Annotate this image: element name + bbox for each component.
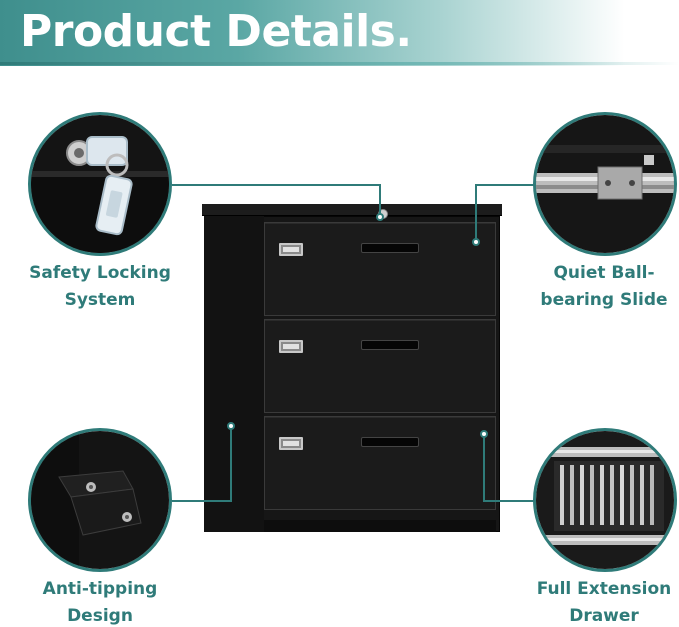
feature-title: bearing Slide [540, 290, 668, 310]
header-rule [0, 62, 679, 65]
feature-caption-lock: Safety Locking System [0, 260, 200, 314]
label-holder [279, 243, 303, 256]
filing-cabinet-image [200, 204, 506, 539]
feature-title: Quiet Ball- [553, 263, 655, 283]
drawer-detail-photo [533, 428, 677, 572]
feature-title: Anti-tipping [42, 579, 158, 599]
callout-line-lock-drop [379, 184, 381, 218]
feature-title: Design [67, 606, 133, 626]
feature-title: Drawer [569, 606, 639, 626]
cabinet-base [264, 520, 496, 532]
callout-line-slide [476, 184, 534, 186]
drawer-middle [264, 319, 496, 413]
label-holder [279, 340, 303, 353]
ball-bearing-slide-icon [536, 115, 674, 253]
slide-detail-photo [533, 112, 677, 256]
callout-line-drawer [484, 500, 534, 502]
callout-line-antitip [172, 500, 231, 502]
callout-dot-antitip [227, 422, 235, 430]
page-title: Product Details. [20, 6, 412, 57]
callout-line-antitip-rise [230, 426, 232, 502]
drawer-bottom [264, 416, 496, 510]
cabinet-top [202, 204, 502, 216]
lock-key-icon [31, 115, 169, 253]
drawer-handle [361, 437, 419, 447]
cabinet-side-panel [204, 216, 264, 532]
anti-tip-bracket-icon [31, 431, 169, 569]
antitip-detail-photo [28, 428, 172, 572]
callout-line-slide-drop [475, 184, 477, 242]
header-banner [0, 0, 679, 66]
lock-detail-photo [28, 112, 172, 256]
feature-title: System [64, 290, 136, 310]
drawer-top [264, 222, 496, 316]
feature-caption-drawer: Full Extension Drawer [504, 576, 679, 627]
label-holder [279, 437, 303, 450]
feature-title: Safety Locking [29, 263, 171, 283]
drawer-handle [361, 243, 419, 253]
callout-dot-slide [472, 238, 480, 246]
feature-caption-antitip: Anti-tipping Design [0, 576, 200, 627]
callout-dot-lock [376, 213, 384, 221]
callout-line-drawer-rise [483, 434, 485, 502]
callout-dot-drawer [480, 430, 488, 438]
feature-title: Full Extension [536, 579, 672, 599]
drawer-rail-icon [536, 431, 674, 569]
callout-line-lock [172, 184, 380, 186]
feature-caption-slide: Quiet Ball- bearing Slide [504, 260, 679, 314]
drawer-handle [361, 340, 419, 350]
